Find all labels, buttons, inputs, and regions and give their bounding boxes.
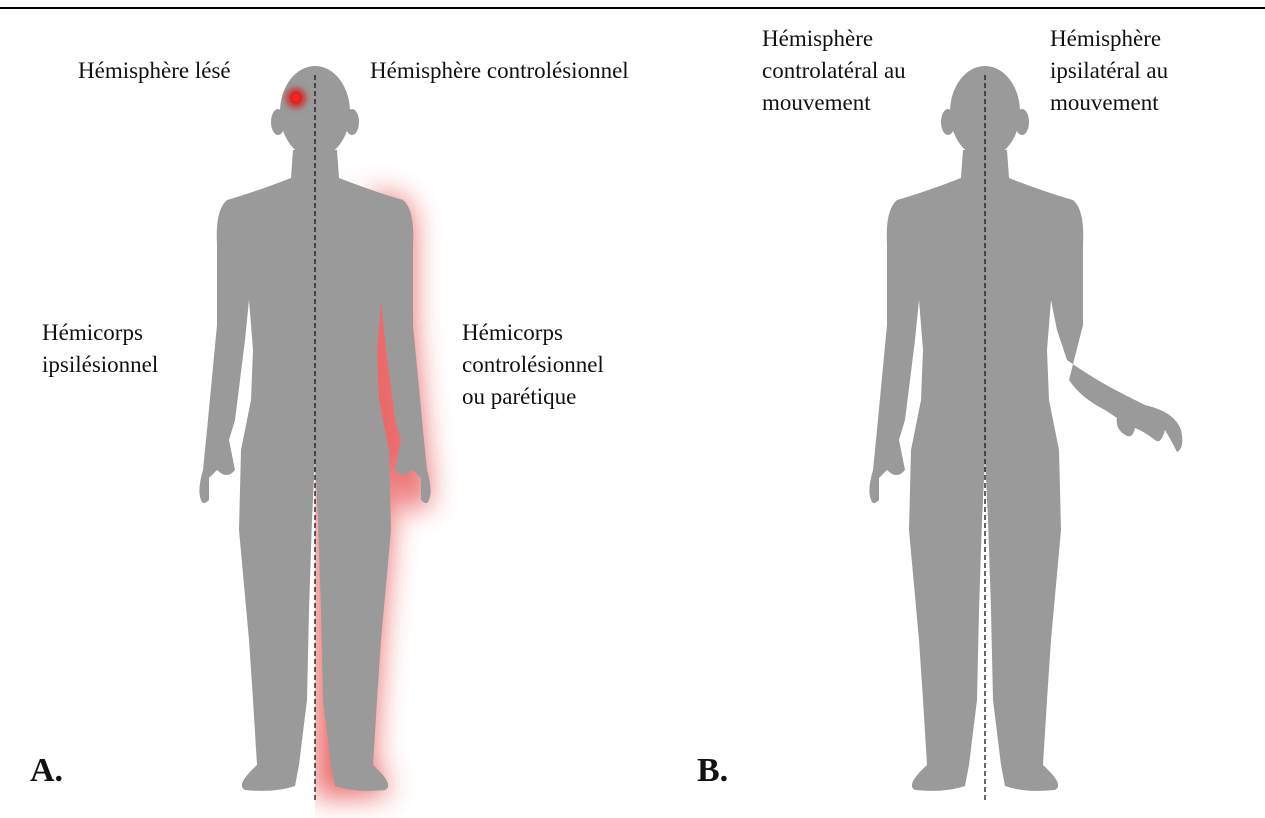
panel-a-figure [199, 66, 430, 800]
label-b-right-2: ipsilatéral au [1050, 56, 1168, 86]
label-hemicorps-right-1: Hémicorps [462, 318, 563, 348]
label-hemicorps-left-1: Hémicorps [42, 318, 143, 348]
label-hemisphere-controlesionnel: Hémisphère controlésionnel [370, 56, 629, 86]
label-hemicorps-left-2: ipsilésionnel [42, 350, 158, 380]
label-b-left-1: Hémisphère [762, 24, 873, 54]
panel-letter-a: A. [30, 754, 63, 788]
label-b-right-1: Hémisphère [1050, 24, 1161, 54]
panel-b-figure [869, 66, 1182, 800]
panel-letter-b: B. [697, 754, 728, 788]
label-b-left-2: controlatéral au [762, 56, 906, 86]
label-b-right-3: mouvement [1050, 88, 1159, 118]
label-hemicorps-right-3: ou parétique [462, 382, 576, 412]
label-hemicorps-right-2: controlésionnel [462, 350, 604, 380]
body-silhouette-b [869, 66, 1182, 791]
lesion-core [292, 94, 300, 102]
label-hemisphere-lese: Hémisphère lésé [78, 56, 231, 86]
label-b-left-3: mouvement [762, 88, 871, 118]
